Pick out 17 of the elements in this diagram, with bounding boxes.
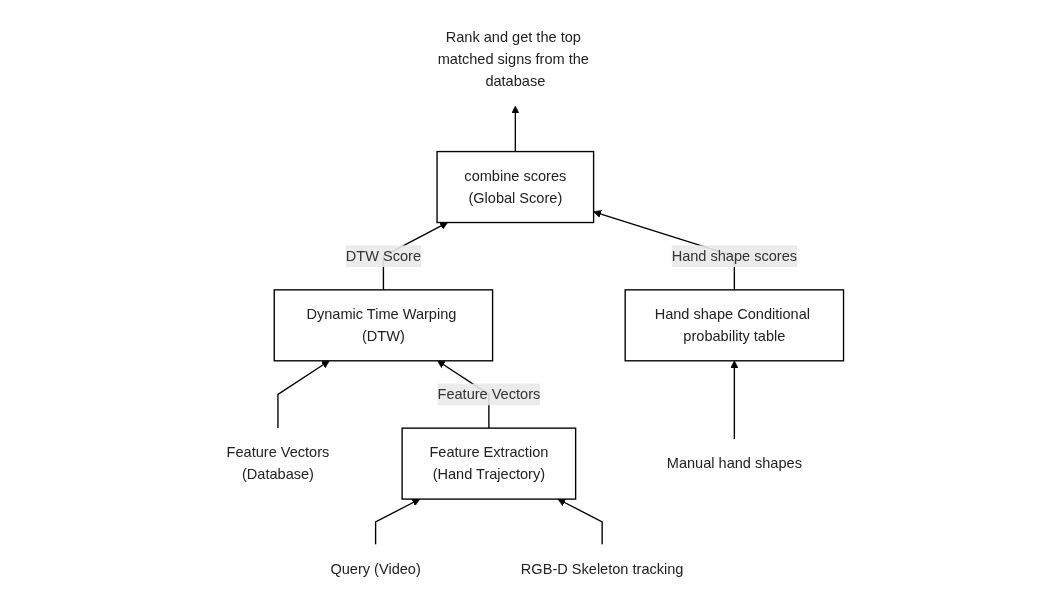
- arrow: [729, 360, 738, 440]
- edge-label: DTW Score: [345, 248, 421, 264]
- edge-label: Feature Vectors: [437, 386, 540, 402]
- node-text: Query (Video): [330, 560, 421, 577]
- arrow: [276, 360, 330, 429]
- node-box: combine scores (Global Score): [436, 150, 594, 224]
- node-box: Feature Extraction (Hand Trajectory): [401, 427, 576, 500]
- arrow: [557, 498, 603, 546]
- node-box: Dynamic Time Warping (DTW): [273, 289, 493, 362]
- node-text: RGB-D Skeleton tracking: [520, 560, 684, 577]
- node-box: Hand shape Conditional probability table: [624, 289, 844, 362]
- node-text: Rank and get the top matched signs from the database: [437, 29, 589, 89]
- arrow: [510, 105, 519, 153]
- node-text: Manual hand shapes: [666, 455, 802, 471]
- edge-label: Hand shape scores: [671, 248, 797, 264]
- arrow: [374, 498, 420, 546]
- node-text: Feature Vectors (Database): [226, 444, 329, 482]
